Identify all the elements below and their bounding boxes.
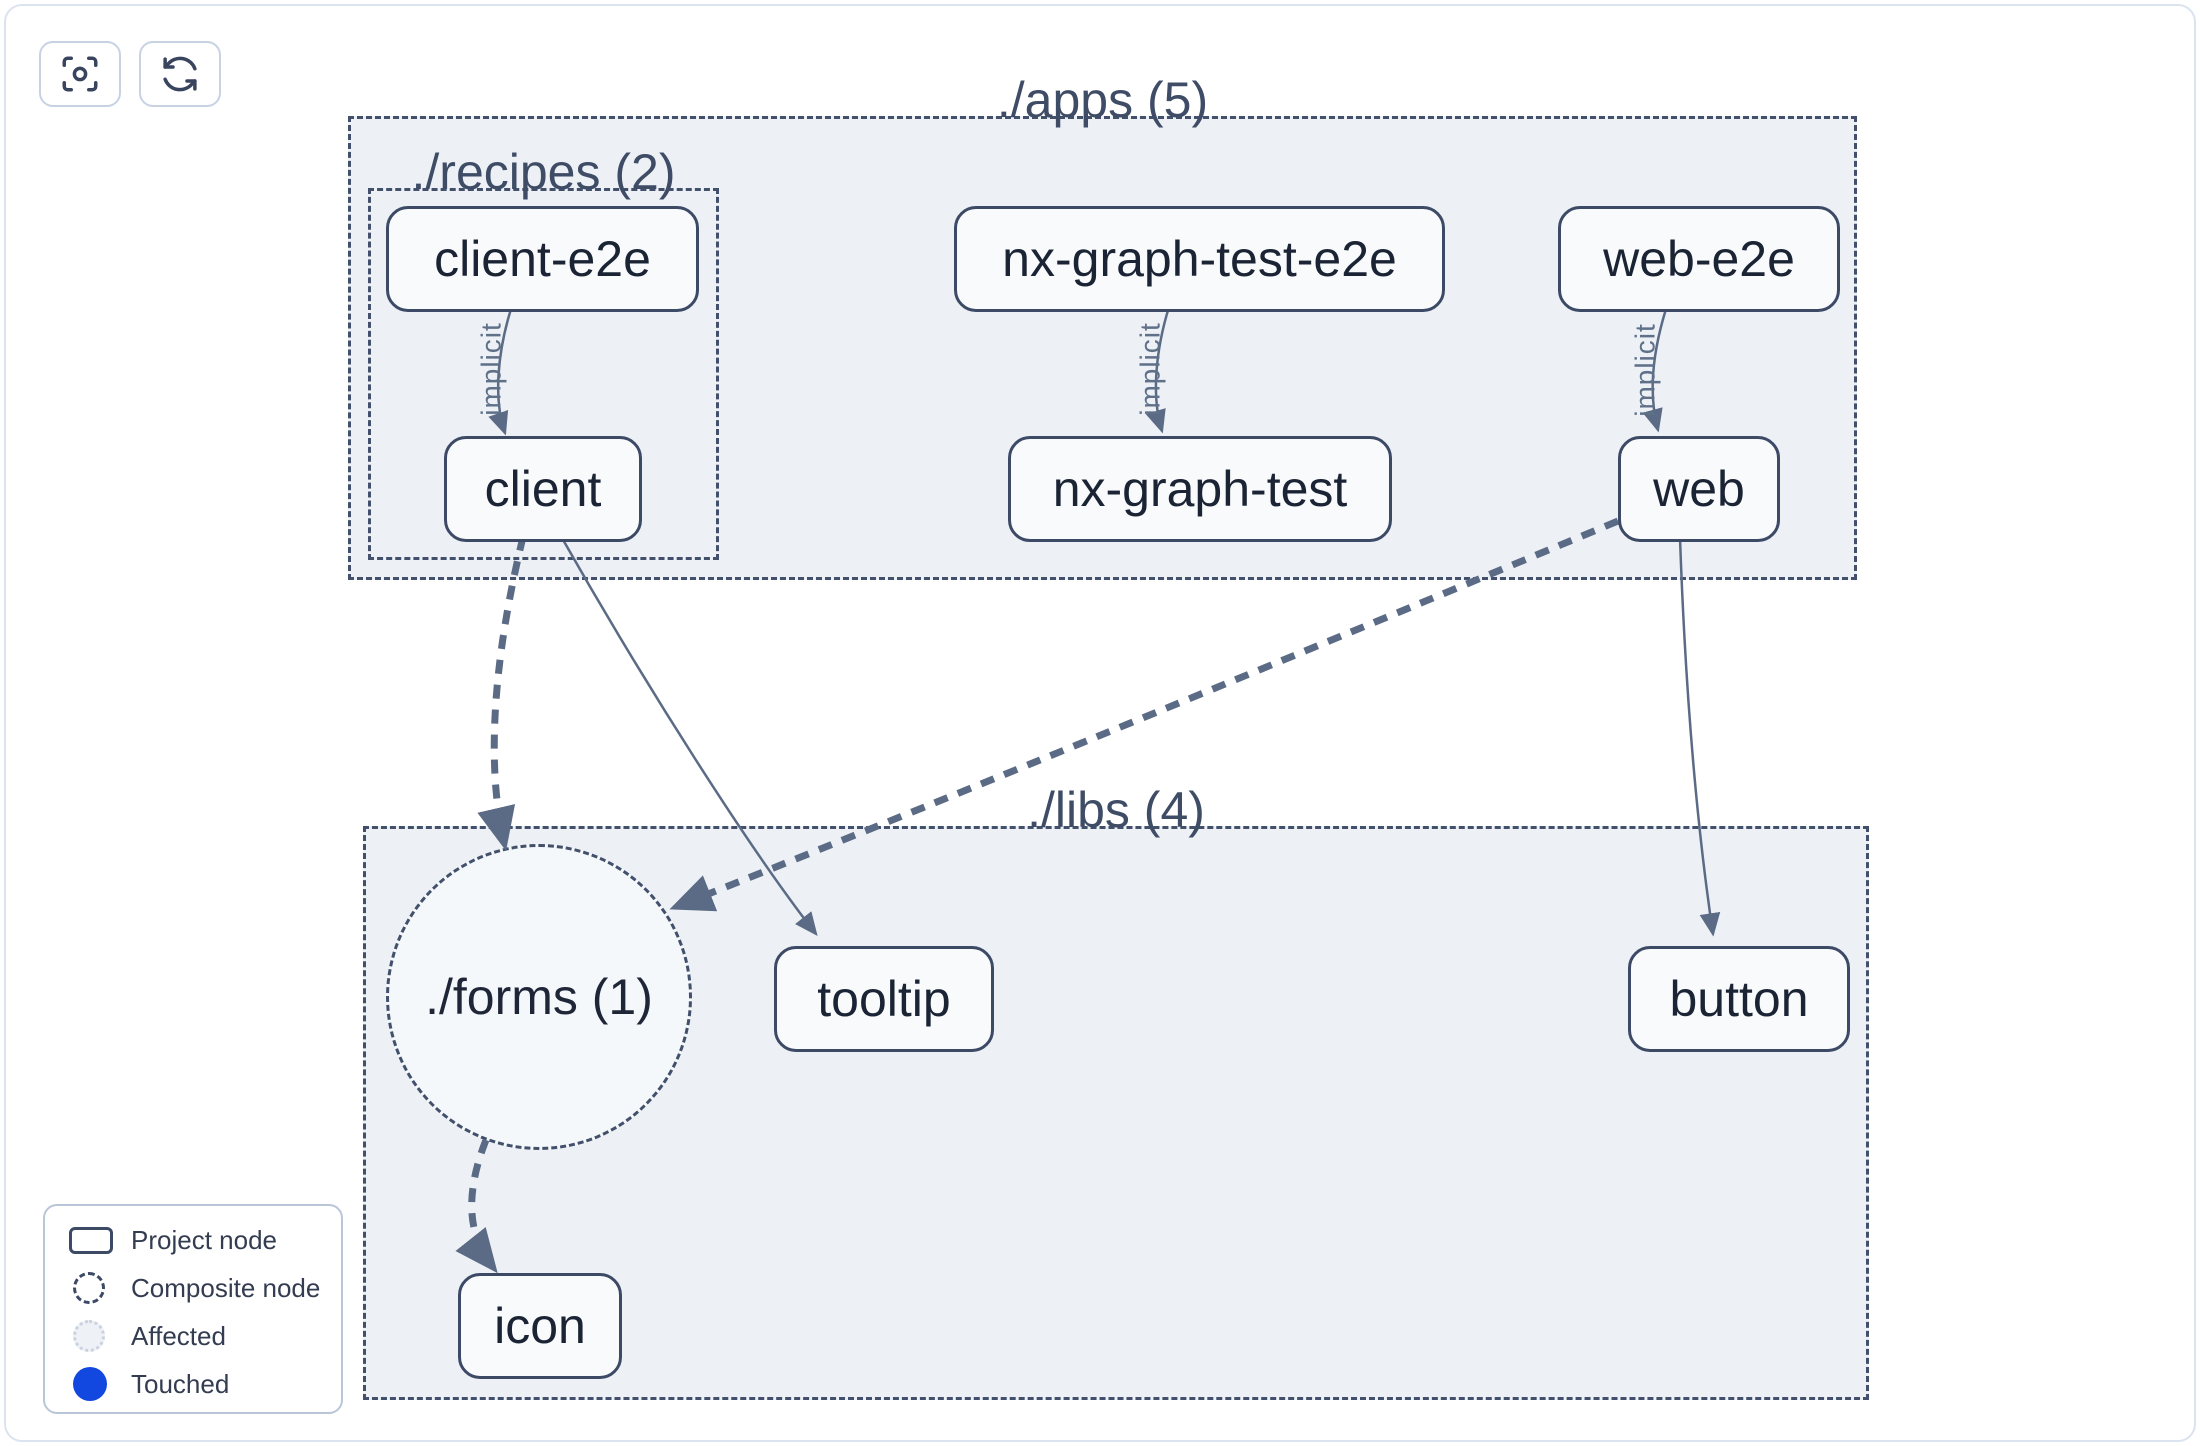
legend-row-project: Project node bbox=[45, 1216, 341, 1264]
edge-client-to-forms bbox=[477, 536, 527, 851]
graph-canvas: ./apps (5) ./recipes (2) ./libs (4) ./fo… bbox=[4, 4, 2196, 1442]
legend-label-composite: Composite node bbox=[131, 1272, 321, 1303]
composite-node-forms-label: ./forms (1) bbox=[425, 969, 653, 1025]
legend-row-affected: Affected bbox=[45, 1312, 341, 1360]
node-tooltip[interactable]: tooltip bbox=[774, 946, 994, 1052]
node-web[interactable]: web bbox=[1618, 436, 1780, 542]
refresh-button[interactable] bbox=[139, 41, 221, 107]
node-icon[interactable]: icon bbox=[458, 1273, 622, 1379]
group-libs-label: ./libs (4) bbox=[1027, 782, 1205, 838]
affected-swatch bbox=[73, 1320, 105, 1352]
legend-label-project: Project node bbox=[131, 1224, 277, 1255]
legend-row-touched: Touched bbox=[45, 1360, 341, 1408]
node-client-e2e[interactable]: client-e2e bbox=[386, 206, 699, 312]
node-web-e2e[interactable]: web-e2e bbox=[1558, 206, 1840, 312]
node-client[interactable]: client bbox=[444, 436, 642, 542]
legend-label-affected: Affected bbox=[131, 1320, 226, 1351]
project-node-swatch bbox=[69, 1226, 113, 1254]
composite-node-swatch bbox=[73, 1272, 105, 1304]
toolbar bbox=[39, 41, 221, 107]
refresh-icon bbox=[163, 56, 197, 92]
legend: Project node Composite node Affected Tou… bbox=[43, 1204, 343, 1414]
legend-row-composite: Composite node bbox=[45, 1264, 341, 1312]
node-nx-graph-test[interactable]: nx-graph-test bbox=[1008, 436, 1392, 542]
composite-node-forms[interactable]: ./forms (1) bbox=[386, 844, 692, 1150]
node-nx-graph-test-e2e[interactable]: nx-graph-test-e2e bbox=[954, 206, 1445, 312]
focus-button[interactable] bbox=[39, 41, 121, 107]
focus-icon bbox=[62, 56, 98, 92]
node-button[interactable]: button bbox=[1628, 946, 1850, 1052]
legend-label-touched: Touched bbox=[131, 1368, 230, 1399]
touched-swatch bbox=[73, 1367, 107, 1401]
group-apps-label: ./apps (5) bbox=[996, 72, 1209, 128]
